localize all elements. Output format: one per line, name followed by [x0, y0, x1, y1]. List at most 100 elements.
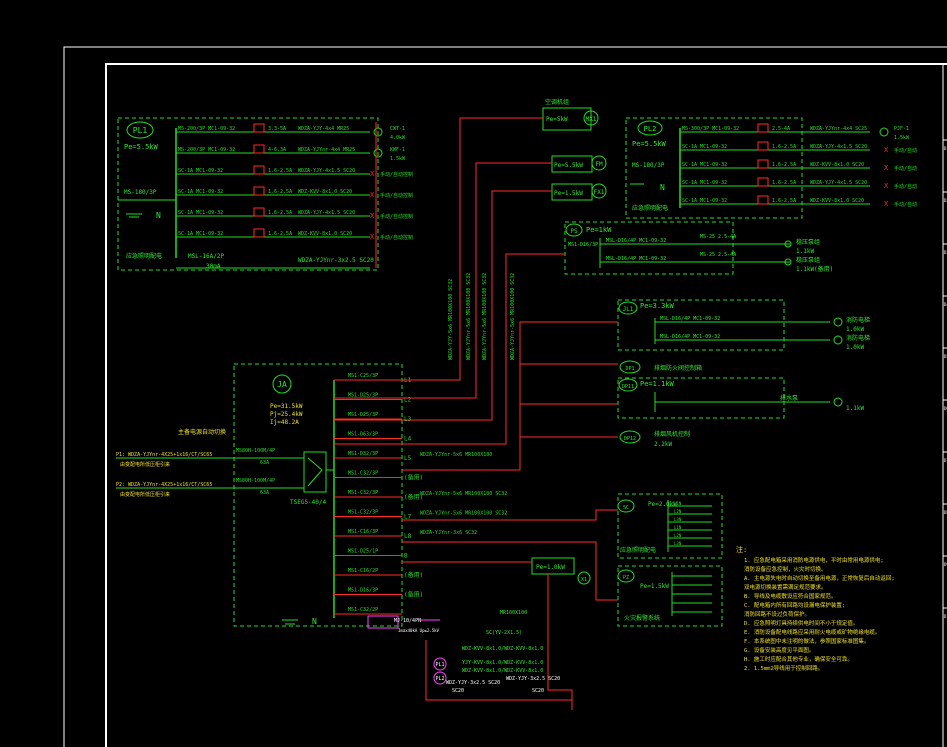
title-block-row-text: D10: [944, 614, 947, 619]
pl2-row-relay: 1.6-2.5A: [772, 144, 796, 150]
panel-ps-tag: PS: [570, 228, 578, 235]
panel-pl2-label: 应急照明配电: [632, 204, 668, 212]
pl2-row-cable: WDZA-YJY-4x1.5 SC20: [810, 144, 867, 150]
wire-x1-down: [547, 574, 573, 710]
title-block-row-text: D3: [944, 250, 947, 255]
wire-l7: [402, 541, 618, 601]
jl1-load2-rating: 1.0kW: [846, 344, 864, 351]
pl2-row-relay: 2.5-4A: [772, 126, 790, 132]
load-mx1-box: [542, 107, 592, 131]
panel-pz-power: Pe=1.5kW: [640, 583, 669, 590]
panel-ps-box: [564, 221, 734, 275]
pl1-row-cable: WDZA-YJYnr-4x4 MR25: [298, 147, 355, 153]
pl1-row-ctrl: 手动/自动控制: [380, 213, 413, 220]
panel-jl1: JL1 Pe=3.3kW MSL-D16/4P MC1-09-32 MSL-D1…: [617, 299, 870, 351]
top-loads: 空调机组 Pe=5kW MX1 Pe=5.5kW FM Pe=1.5kW FX1: [542, 98, 607, 201]
ja-circuit-line: L8: [404, 533, 412, 540]
note-line: B. 导线及电缆敷设应符合国家规范。: [744, 592, 836, 600]
x1-cable-a: MR100X100: [500, 610, 527, 616]
pl2-row-contactor: [757, 195, 769, 205]
panel-jl1-box: [617, 299, 785, 351]
dp1-label: 排烟防火阀控制箱: [654, 364, 702, 372]
ats-model: TSEG5-40/4: [290, 499, 327, 506]
ja-circuit-line: (备用): [404, 571, 423, 579]
sc-row-text: L1N: [674, 501, 682, 506]
panel-sc-box: [617, 493, 723, 559]
ja-circuit-cable: WDZA-YJYnr-5x6 MR100X100 SC32: [420, 511, 507, 517]
ja-circuit-breaker: MS1-C32/2P: [348, 607, 378, 613]
title-block-row-text: D5: [944, 354, 947, 359]
pl1-row-ctrl: 手动/自动控制: [380, 171, 413, 178]
pl1-row-ctrl: 手动/自动控制: [380, 192, 413, 199]
pl1-row-relay: 3.3-5A: [268, 126, 286, 132]
ja-circuit-breaker: MS1-C25/3P: [348, 373, 378, 379]
note-line: 消防设备应急控制，火灾时切换。: [744, 565, 827, 573]
load-fm-tag: FM: [595, 161, 603, 168]
pl2-row-load: PJF-1: [894, 126, 909, 132]
bottom-feeders: PL1 PL2 WDZ-KVV-8x1.0/WDZ-KVV-8x1.0 YJY-…: [433, 646, 560, 694]
title-block-row-text: D9: [944, 562, 947, 567]
pl1-row-contactor: [253, 123, 265, 133]
load-fx1-tag: FX1: [594, 189, 605, 196]
bottom-cable-2: WDZ-YJY-3x2.5 SC20: [506, 676, 560, 682]
note-line: 消防回路不设过负荷保护。: [744, 610, 810, 618]
title-block-row-text: D4: [944, 302, 947, 307]
note-line: H. 施工时应配合其他专业，确保安全可靠。: [744, 655, 853, 663]
pl1-row-load: CWT-1: [390, 126, 405, 132]
incomer-label: P2: WDZA-YJYnr-4X25+1x16/CT/SC65: [116, 482, 212, 488]
vertical-cable-label: WDZA-YJY-5x6 MR100X100 SC32: [448, 279, 454, 360]
pl2-row-contactor: [757, 177, 769, 187]
panel-ja-box: [233, 363, 403, 627]
vertical-cables: WDZA-YJY-5x6 MR100X100 SC32 WDZA-YJYnr-5x…: [448, 273, 516, 360]
pl1-row-left: SC-1A MC1-09-32: [178, 168, 223, 174]
bottom-label-2: WDZ-KVV-8x1.0/WDZ-KVV-8x1.0: [462, 668, 543, 674]
incomer-rating: 63A: [260, 460, 269, 466]
ja-circuit-breaker: MS1-D25/1P: [348, 549, 378, 555]
x1-cable-b: SC(YV-2X1.5): [486, 630, 522, 636]
pl2-row-relay: 1.6-2.5A: [772, 162, 796, 168]
note-line: 双电源切换装置需满足规范要求。: [744, 583, 827, 591]
pl2-row-ctrl: 手动/自动: [894, 183, 917, 190]
jl1-row2-text: MSL-D16/4P MC1-09-32: [660, 334, 720, 340]
panel-x1: Pe=1.0kW X1 MR100X100 SC(YV-2X1.5): [486, 557, 591, 636]
dp11-motor: [833, 397, 843, 407]
incomers: P1: WDZA-YJYnr-4X25+1x16/CT/SC65由变配电所低压柜…: [116, 448, 304, 498]
ps-load1-rating: 1.1kW: [796, 248, 814, 255]
ja-circuit-breaker: MS1-D25/3P: [348, 412, 378, 418]
wire-l6: [402, 509, 618, 521]
ats-symbol: [307, 457, 323, 487]
title-block-row-text: D2: [944, 198, 947, 203]
ja-circuit-line: L4: [404, 436, 412, 443]
panel-x1-circle: [577, 571, 591, 585]
pl1-row-rating: 1.5kW: [390, 156, 406, 162]
pl2-row-left: MS-300/3P MC1-09-32: [682, 126, 739, 132]
pl1-row-contactor: [253, 144, 265, 154]
load-fm-circle: [591, 155, 607, 171]
panel-pz: PZ Pe=1.5kW 火灾报警系统: [617, 565, 723, 627]
pl2-row-contactor: [757, 159, 769, 169]
pl1-row-relay: 1.6-2.5A: [268, 189, 292, 195]
panel-pz-box: [617, 565, 723, 627]
panel-ja-ij: Ij=48.2A: [270, 419, 299, 426]
dp12-tag-circle: [619, 430, 641, 444]
ps-motor-2: [784, 258, 792, 266]
note-line: 1. 应急配电箱采用消防电源供电，平时由常用电源供电;: [744, 556, 884, 564]
ja-circuit-breaker: MS1-D25/3P: [348, 393, 378, 399]
bottom-sc-1: SC20: [452, 688, 464, 694]
panel-sc-tag-circle: [617, 499, 635, 513]
jl1-motor-1: [833, 317, 843, 327]
panel-ps-tag-circle: [565, 223, 583, 237]
pl2-row-x-mark: X: [884, 164, 889, 172]
title-block-row-text: D1: [944, 146, 947, 151]
pl1-row-rating: 4.0kW: [390, 135, 406, 141]
panel-ja-tag-circle: [272, 374, 292, 394]
incomer-breaker: MS80H-100M/4P: [236, 448, 275, 454]
panel-jl1-power: Pe=3.3kW: [640, 302, 675, 310]
jl1-load1: 消防电梯: [846, 316, 870, 324]
vertical-cable-label: WDZA-YJYnr-5x6 MR100X100 SC32: [510, 273, 516, 360]
pl2-neutral-label: N: [660, 183, 665, 192]
pl1-row-cable: WDZ-KVV-8x1.0 SC20: [298, 189, 352, 195]
pl1-row-left: MS-200/3P MC1-09-32: [178, 147, 235, 153]
